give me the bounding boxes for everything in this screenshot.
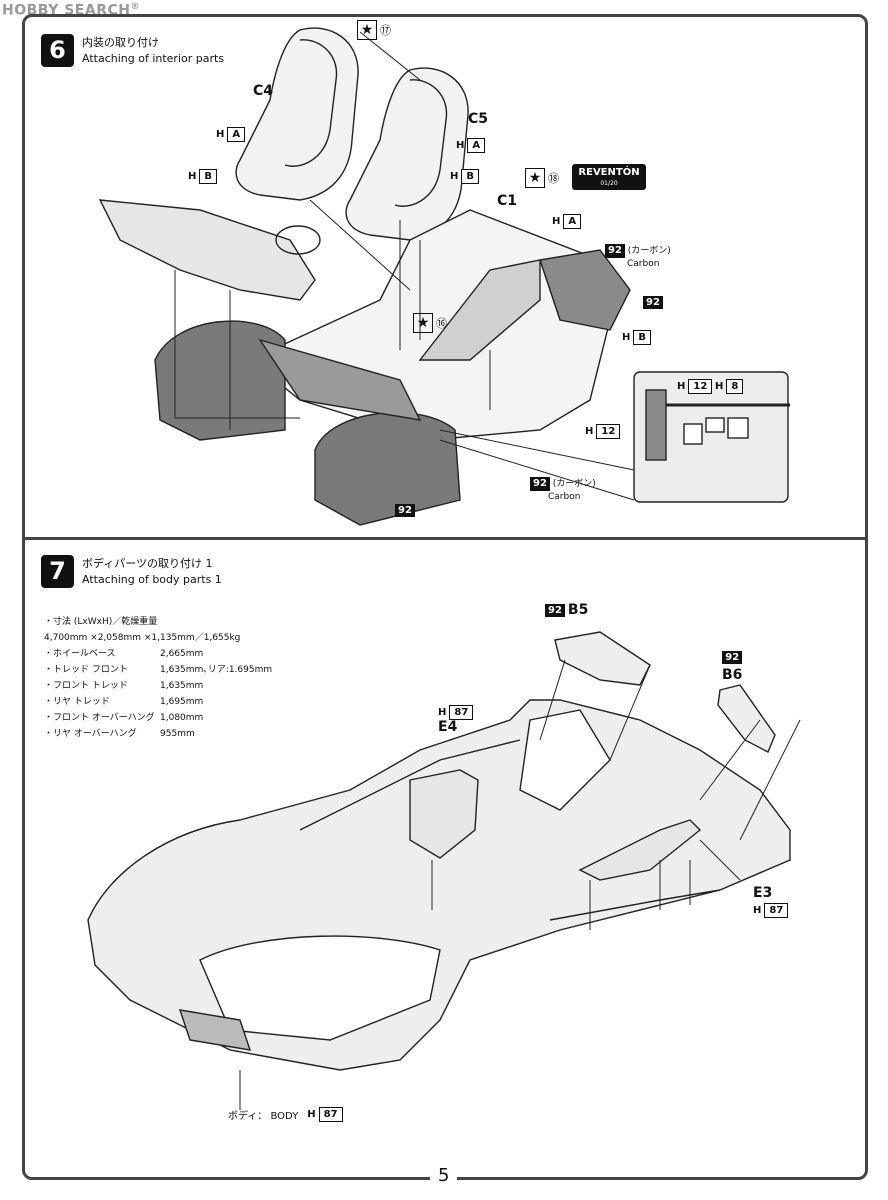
dashboard (98, 199, 316, 301)
part-b6 (717, 684, 776, 753)
step-7-title-ja: ボディパーツの取り付け 1 (82, 557, 213, 570)
seat-c5 (345, 67, 469, 241)
part-b6-label: 92 B6 (722, 651, 743, 683)
color-code: 92 (545, 603, 565, 617)
spec-row: ・寸法 (LxWxH)／乾燥重量 (44, 617, 158, 627)
color-code: 92 (530, 477, 550, 491)
seat-c4 (235, 27, 359, 201)
part-label-e3: E3 (753, 885, 773, 901)
color-code-tag: 92 (643, 290, 663, 309)
step-7-title-en: Attaching of body parts 1 (82, 573, 222, 586)
star-icon: ★ (525, 168, 545, 188)
part-e4 (409, 769, 479, 859)
part-label-e4: E4 (438, 719, 458, 735)
plate-sub: 01/20 (600, 180, 618, 187)
section-divider (22, 537, 868, 540)
spec-row: 4,700mm ×2,058mm ×1,135mm／1,655kg (44, 633, 241, 643)
spec-table: ・寸法 (LxWxH)／乾燥重量 4,700mm ×2,058mm ×1,135… (44, 614, 314, 742)
decal-18: ★⑱ (525, 168, 559, 188)
star-icon: ★ (357, 20, 377, 40)
carbon-note: 92 (カーボン) Carbon (605, 244, 671, 270)
carbon-panel (539, 249, 631, 331)
color-code: 92 (722, 651, 743, 664)
color-code: 92 (605, 244, 625, 258)
star-icon: ★ (413, 313, 433, 333)
part-label-c1: C1 (497, 193, 518, 209)
console (418, 259, 541, 361)
part-label-c4: C4 (253, 83, 274, 99)
part-label-c5: C5 (468, 111, 489, 127)
front-wheel-arch (314, 411, 461, 526)
step-6-title-en: Attaching of interior parts (82, 52, 225, 65)
watermark-reg: ® (130, 2, 140, 12)
carbon-note: 92 (カーボン) Carbon (530, 477, 596, 503)
part-b5-label: 92 B5 (545, 602, 588, 618)
plate-title: REVENTÓN (578, 167, 640, 178)
color-code-tag: 92 (395, 498, 415, 517)
rear-wheel-arch (154, 320, 286, 441)
page-number: 5 (430, 1165, 458, 1186)
step-7-number: 7 (41, 555, 74, 588)
steering-wheel (275, 225, 321, 255)
part-e3 (578, 819, 702, 881)
decal-16: ★⑯ (413, 313, 447, 333)
part-b5 (554, 631, 651, 686)
step-6-title-ja: 内装の取り付け (82, 36, 159, 49)
decal-17: ★⑰ (357, 20, 391, 40)
step-6-number: 6 (41, 34, 74, 67)
reventon-plate: REVENTÓN 01/20 (572, 164, 646, 190)
